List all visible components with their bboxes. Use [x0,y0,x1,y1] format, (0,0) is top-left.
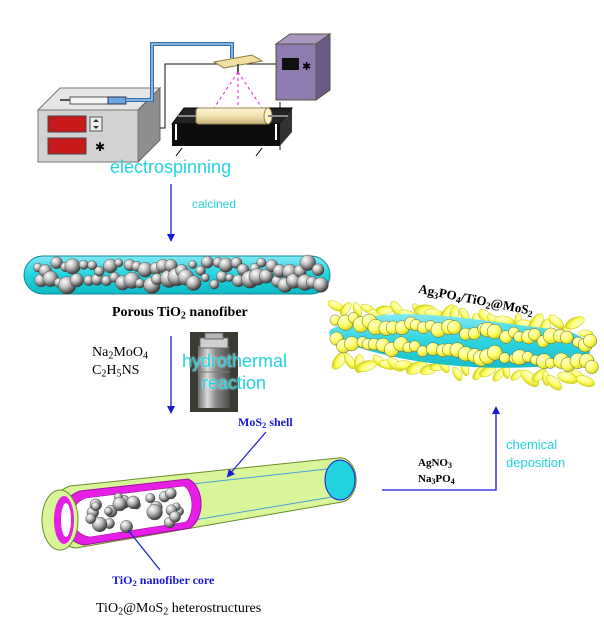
power-supply-icon: ✱ [274,33,332,101]
tio2-particle [311,263,325,276]
ag3po4-particle [531,368,547,382]
spinneret-plate [212,54,264,109]
tio2-particle [256,257,267,268]
core-shell-tube [41,457,357,551]
tio2-particle [92,516,108,533]
process-arrow-3 [382,406,500,491]
heterostructure-label: TiO2@MoS2 heterostructures [96,601,262,618]
autoclave-icon [190,332,238,412]
reagent-na3po4: Na3PO4 [418,473,455,486]
mos2-shell-label: MoS2 shell [238,415,293,431]
tio2-particle [145,493,156,504]
collector-drum-icon [171,107,293,157]
tio2-particle [209,279,220,290]
tio2-particle [69,273,84,288]
ag3po4-particle [565,316,585,330]
tio2-particle [195,265,206,276]
tio2-particle [259,269,274,284]
tio2-particle [134,278,145,289]
tio2-particle [188,260,197,269]
tio2-particle [78,259,89,270]
ag3po4-particle [546,374,562,391]
tio2-particle [146,503,163,521]
tio2-particle [64,258,81,275]
step-calcined-label: calcined [192,197,237,211]
ag3po4-particle [576,375,595,387]
porous-nanofiber [23,254,331,295]
product-structure [327,300,599,391]
ag3po4-particle [486,324,503,340]
ag3po4-particle [487,345,503,361]
tio2-particle [299,254,316,271]
tio2-particle [200,273,210,283]
core-label: TiO2 nanofiber core [112,573,215,589]
ag3po4-particle [528,328,541,342]
ag3po4-particle [583,333,597,348]
nanofiber-label: Porous TiO2 nanofiber [112,305,248,322]
tio2-particle [312,276,329,293]
tio2-particle [87,260,97,271]
ag3po4-particle [584,359,599,374]
reagent-na2moo4: Na2MoO4 [92,345,148,362]
ag3po4-particle [343,353,356,370]
tio2-particle [85,513,96,525]
reagent-c2h5ns: C2H5NS [92,363,140,380]
tio2-particle [185,275,202,291]
ag3po4-particle [344,336,360,352]
tio2-particle [164,487,177,500]
hydrothermal-label-line2: reaction [202,373,267,393]
svg-text:✱: ✱ [95,140,105,154]
hydrothermal-label-line1: hydrothermal [182,351,288,371]
tio2-particle [91,501,101,511]
tio2-particle [218,257,234,273]
tio2-particle [94,266,105,277]
ag3po4-particle [447,320,462,335]
ag3po4-particle [416,345,429,357]
reagent-agno3: AgNO3 [418,457,452,470]
ag3po4-particle [339,302,352,316]
svg-text:✱: ✱ [302,60,311,73]
tio2-particle [112,497,127,512]
ag3po4-particle [452,366,463,381]
tio2-particle [114,258,124,268]
ag3po4-particle [560,330,574,345]
tio2-particle [126,495,141,510]
ag3po4-particle [375,305,394,315]
chemical-deposition-line1: chemical [506,437,558,452]
ag3po4-particle [520,369,540,387]
shell-pointer [226,431,267,478]
ag3po4-particle [499,352,511,364]
tio2-particle [119,520,133,534]
tio2-particle [104,506,113,516]
step-electrospinning-label: electrospinning [110,157,232,177]
core-pointer [127,529,161,571]
tio2-particle [200,255,214,269]
chemical-deposition-line2: deposition [506,455,566,470]
tio2-particle [169,510,181,523]
